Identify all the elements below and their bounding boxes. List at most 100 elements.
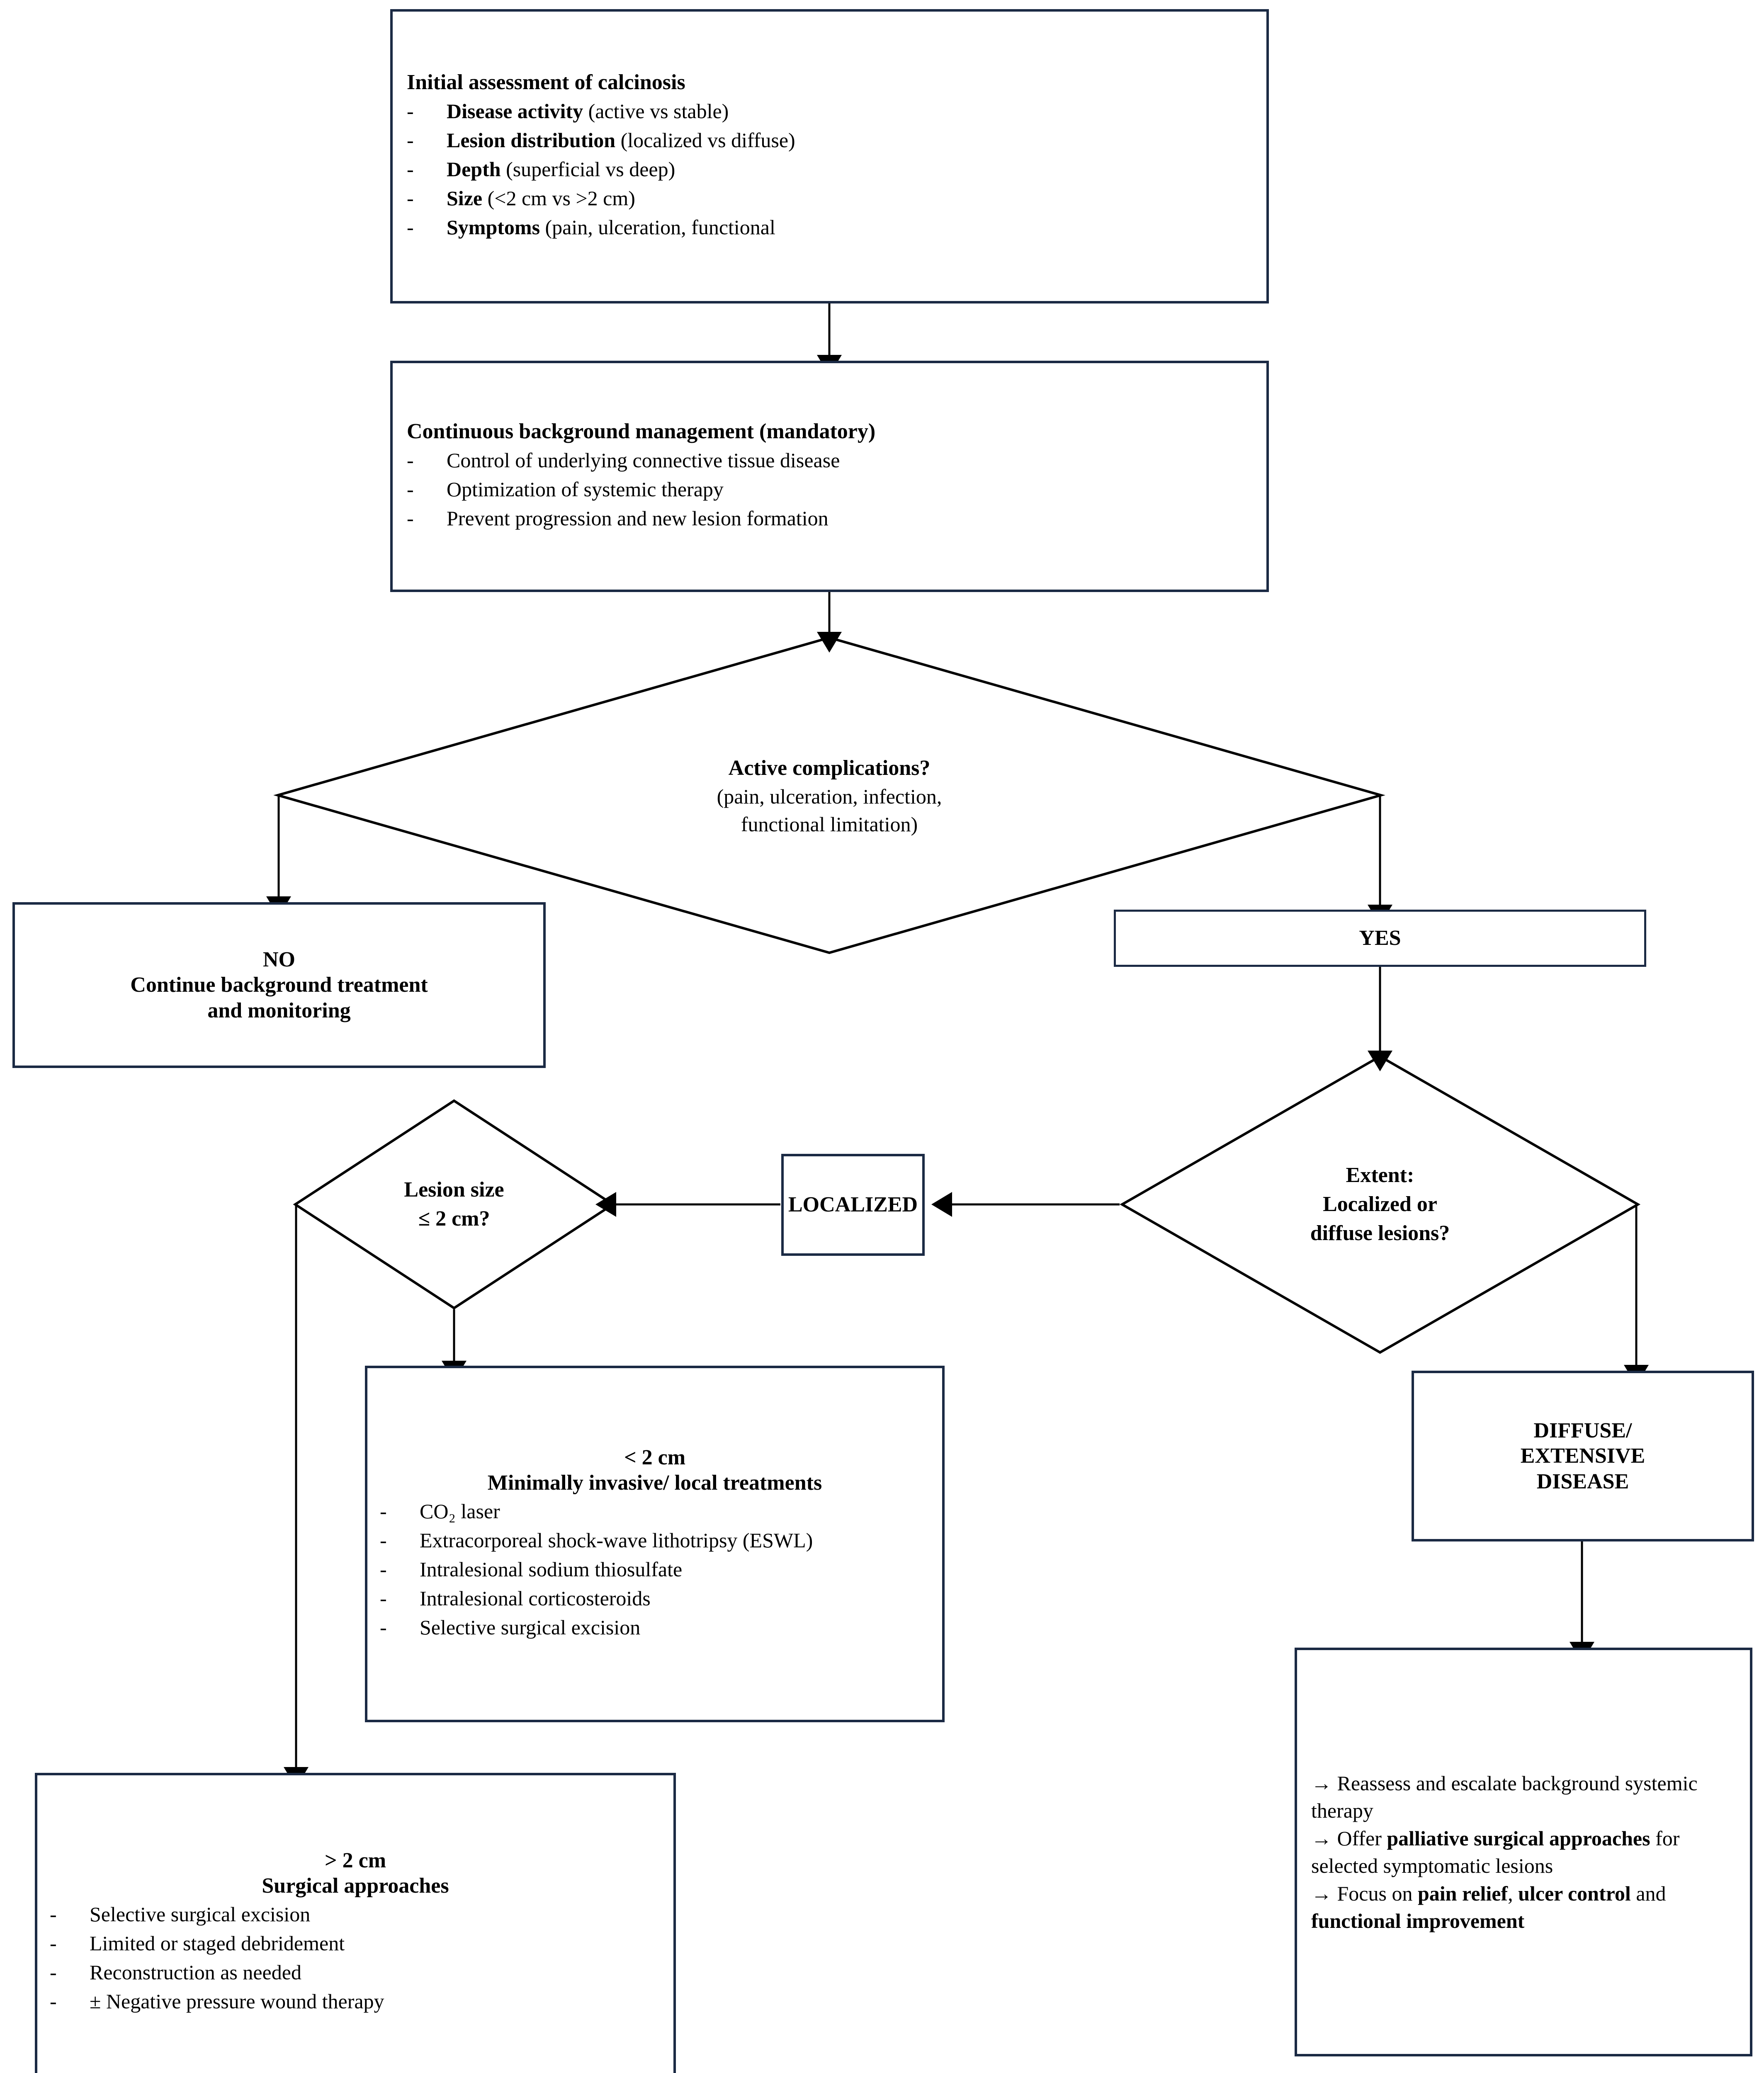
list-item-text: Lesion distribution (localized vs diffus…	[447, 128, 795, 152]
extent-line3: diffuse lesions?	[1310, 1221, 1450, 1245]
active-complications-line1: Active complications?	[728, 756, 931, 780]
list-item-text: ± Negative pressure wound therapy	[90, 1990, 384, 2013]
list-item: - Optimization of systemic therapy	[407, 476, 1252, 502]
bullet-dash: -	[407, 477, 414, 501]
node-palliative-plan: → Reassess and escalate background syste…	[1295, 1648, 1752, 2056]
emphasis-text: pain relief	[1417, 1881, 1508, 1905]
extent-line1: Extent:	[1346, 1163, 1414, 1187]
arrow-icon: →	[1311, 1771, 1337, 1795]
localized-label: LOCALIZED	[788, 1193, 918, 1217]
list-item-text: Size (<2 cm vs >2 cm)	[447, 186, 635, 210]
palliative-item: → Reassess and escalate background syste…	[1311, 1770, 1736, 1825]
list-item-text: Control of underlying connective tissue …	[447, 448, 840, 472]
bullet-dash: -	[380, 1500, 387, 1523]
node-minimally-invasive: < 2 cm Minimally invasive/ local treatme…	[365, 1366, 945, 1722]
minimally-invasive-heading: Minimally invasive/ local treatments	[487, 1471, 822, 1495]
yes-branch-label: YES	[1359, 926, 1401, 950]
emphasis-text: ulcer control	[1518, 1881, 1631, 1905]
bullet-dash: -	[407, 186, 414, 210]
bullet-dash: -	[50, 1903, 57, 1926]
background-management-list: - Control of underlying connective tissue…	[407, 444, 1252, 534]
diffuse-disease-text: DIFFUSE/ EXTENSIVE DISEASE	[1422, 1379, 1743, 1533]
plain-text: ,	[1508, 1881, 1519, 1905]
list-item: - Extracorporeal shock-wave lithotripsy (…	[380, 1527, 930, 1554]
bullet-dash: -	[407, 128, 414, 152]
list-item-text: Disease activity (active vs stable)	[447, 99, 729, 123]
active-complications-line2: (pain, ulceration, infection,	[717, 784, 942, 808]
list-item: - Selective surgical excision	[50, 1901, 661, 1927]
list-item: - Intralesional sodium thiosulfate	[380, 1556, 930, 1583]
lesion-size-line1: Lesion size	[404, 1178, 504, 1202]
list-item: - Reconstruction as needed	[50, 1959, 661, 1986]
node-initial-assessment: Initial assessment of calcinosis - Diseas…	[390, 9, 1269, 303]
bullet-dash: -	[50, 1932, 57, 1955]
plain-text: for selected symptomatic lesions	[1311, 1826, 1680, 1878]
list-item: -Intralesional corticosteroids	[380, 1585, 930, 1612]
arrow-icon: →	[1311, 1826, 1337, 1850]
list-item: - Size (<2 cm vs >2 cm)	[407, 185, 1252, 211]
lesion-size-label: Lesion size ≤ 2 cm?	[321, 1144, 587, 1265]
node-no-branch: NO Continue background treatment and mon…	[12, 902, 546, 1068]
list-item-text: Selective surgical excision	[420, 1616, 641, 1639]
emphasis-text: functional improvement	[1311, 1909, 1525, 1932]
list-item-text: Extracorporeal shock-wave lithotripsy (E…	[420, 1529, 813, 1552]
bullet-dash: -	[380, 1558, 387, 1581]
list-item: - Disease activity (active vs stable)	[407, 98, 1252, 124]
plain-text: Reassess and escalate background systemi…	[1311, 1771, 1698, 1823]
list-item: - Limited or staged debridement	[50, 1930, 661, 1956]
list-item: - Prevent progression and new lesion form…	[407, 505, 1252, 532]
list-item: - Control of underlying connective tissue…	[407, 447, 1252, 473]
list-item-text: Reconstruction as needed	[90, 1961, 301, 1984]
plain-text: Offer	[1337, 1826, 1387, 1850]
palliative-item: → Offer palliative surgical approaches f…	[1311, 1825, 1736, 1880]
bullet-dash: -	[407, 99, 414, 123]
initial-assessment-list: - Disease activity (active vs stable) - Les…	[407, 95, 1252, 243]
extent-decision-label: Extent: Localized or diffuse lesions?	[1188, 1134, 1572, 1275]
list-item-text: Selective surgical excision	[90, 1903, 311, 1926]
node-active-complications-decision: Active complications? (pain, ulceration,…	[556, 705, 1103, 887]
no-branch-text: NO Continue background treatment and mon…	[25, 912, 533, 1058]
list-item: - Symptoms (pain, ulceration, functional	[407, 214, 1252, 240]
node-surgical-approaches: > 2 cm Surgical approaches - Selective su…	[35, 1773, 676, 2073]
list-item: - Selective surgical excision	[380, 1614, 930, 1641]
diffuse-line1: DIFFUSE/	[1533, 1418, 1632, 1442]
node-yes-branch: YES	[1114, 910, 1646, 967]
list-item-text: Limited or staged debridement	[90, 1932, 345, 1955]
bullet-dash: -	[407, 506, 414, 530]
node-lesion-size-decision: Lesion size ≤ 2 cm?	[321, 1144, 587, 1265]
arrow-icon: →	[1311, 1881, 1337, 1905]
plain-text: and	[1630, 1881, 1666, 1905]
background-management-heading: Continuous background management (mandat…	[407, 420, 876, 444]
plain-text: Focus on	[1337, 1881, 1418, 1905]
bullet-dash: -	[407, 448, 414, 472]
bullet-dash: -	[380, 1529, 387, 1552]
emphasis-text: palliative surgical approaches	[1387, 1826, 1650, 1850]
list-item-text: Depth (superficial vs deep)	[447, 157, 675, 181]
bullet-dash: -	[380, 1616, 387, 1639]
list-item: - Depth (superficial vs deep)	[407, 156, 1252, 182]
no-branch-line3: and monitoring	[207, 998, 351, 1022]
list-item-text: CO₂ laser	[420, 1500, 500, 1523]
bullet-dash: -	[50, 1961, 57, 1984]
surgical-heading: Surgical approaches	[262, 1874, 449, 1898]
list-item-text: Optimization of systemic therapy	[447, 477, 724, 501]
list-item: -± Negative pressure wound therapy	[50, 1988, 661, 2015]
node-extent-decision: Extent: Localized or diffuse lesions?	[1188, 1134, 1572, 1275]
bullet-dash: -	[407, 157, 414, 181]
palliative-plan-list: → Reassess and escalate background syste…	[1311, 1770, 1736, 1935]
no-branch-line1: NO	[263, 947, 295, 971]
surgical-size: > 2 cm	[324, 1848, 386, 1872]
diffuse-line2: EXTENSIVE	[1520, 1444, 1645, 1468]
bullet-dash: -	[380, 1587, 387, 1610]
diffuse-line3: DISEASE	[1536, 1469, 1629, 1493]
node-diffuse-disease: DIFFUSE/ EXTENSIVE DISEASE	[1412, 1371, 1754, 1541]
active-complications-label: Active complications? (pain, ulceration,…	[556, 705, 1103, 887]
initial-assessment-heading: Initial assessment of calcinosis	[407, 70, 685, 95]
minimally-invasive-size: < 2 cm	[624, 1445, 686, 1469]
bullet-dash: -	[407, 215, 414, 239]
list-item-text: Symptoms (pain, ulceration, functional	[447, 215, 775, 239]
no-branch-line2: Continue background treatment	[130, 973, 428, 997]
list-item-text: Intralesional sodium thiosulfate	[420, 1558, 683, 1581]
list-item-text: Prevent progression and new lesion forma…	[447, 506, 829, 530]
